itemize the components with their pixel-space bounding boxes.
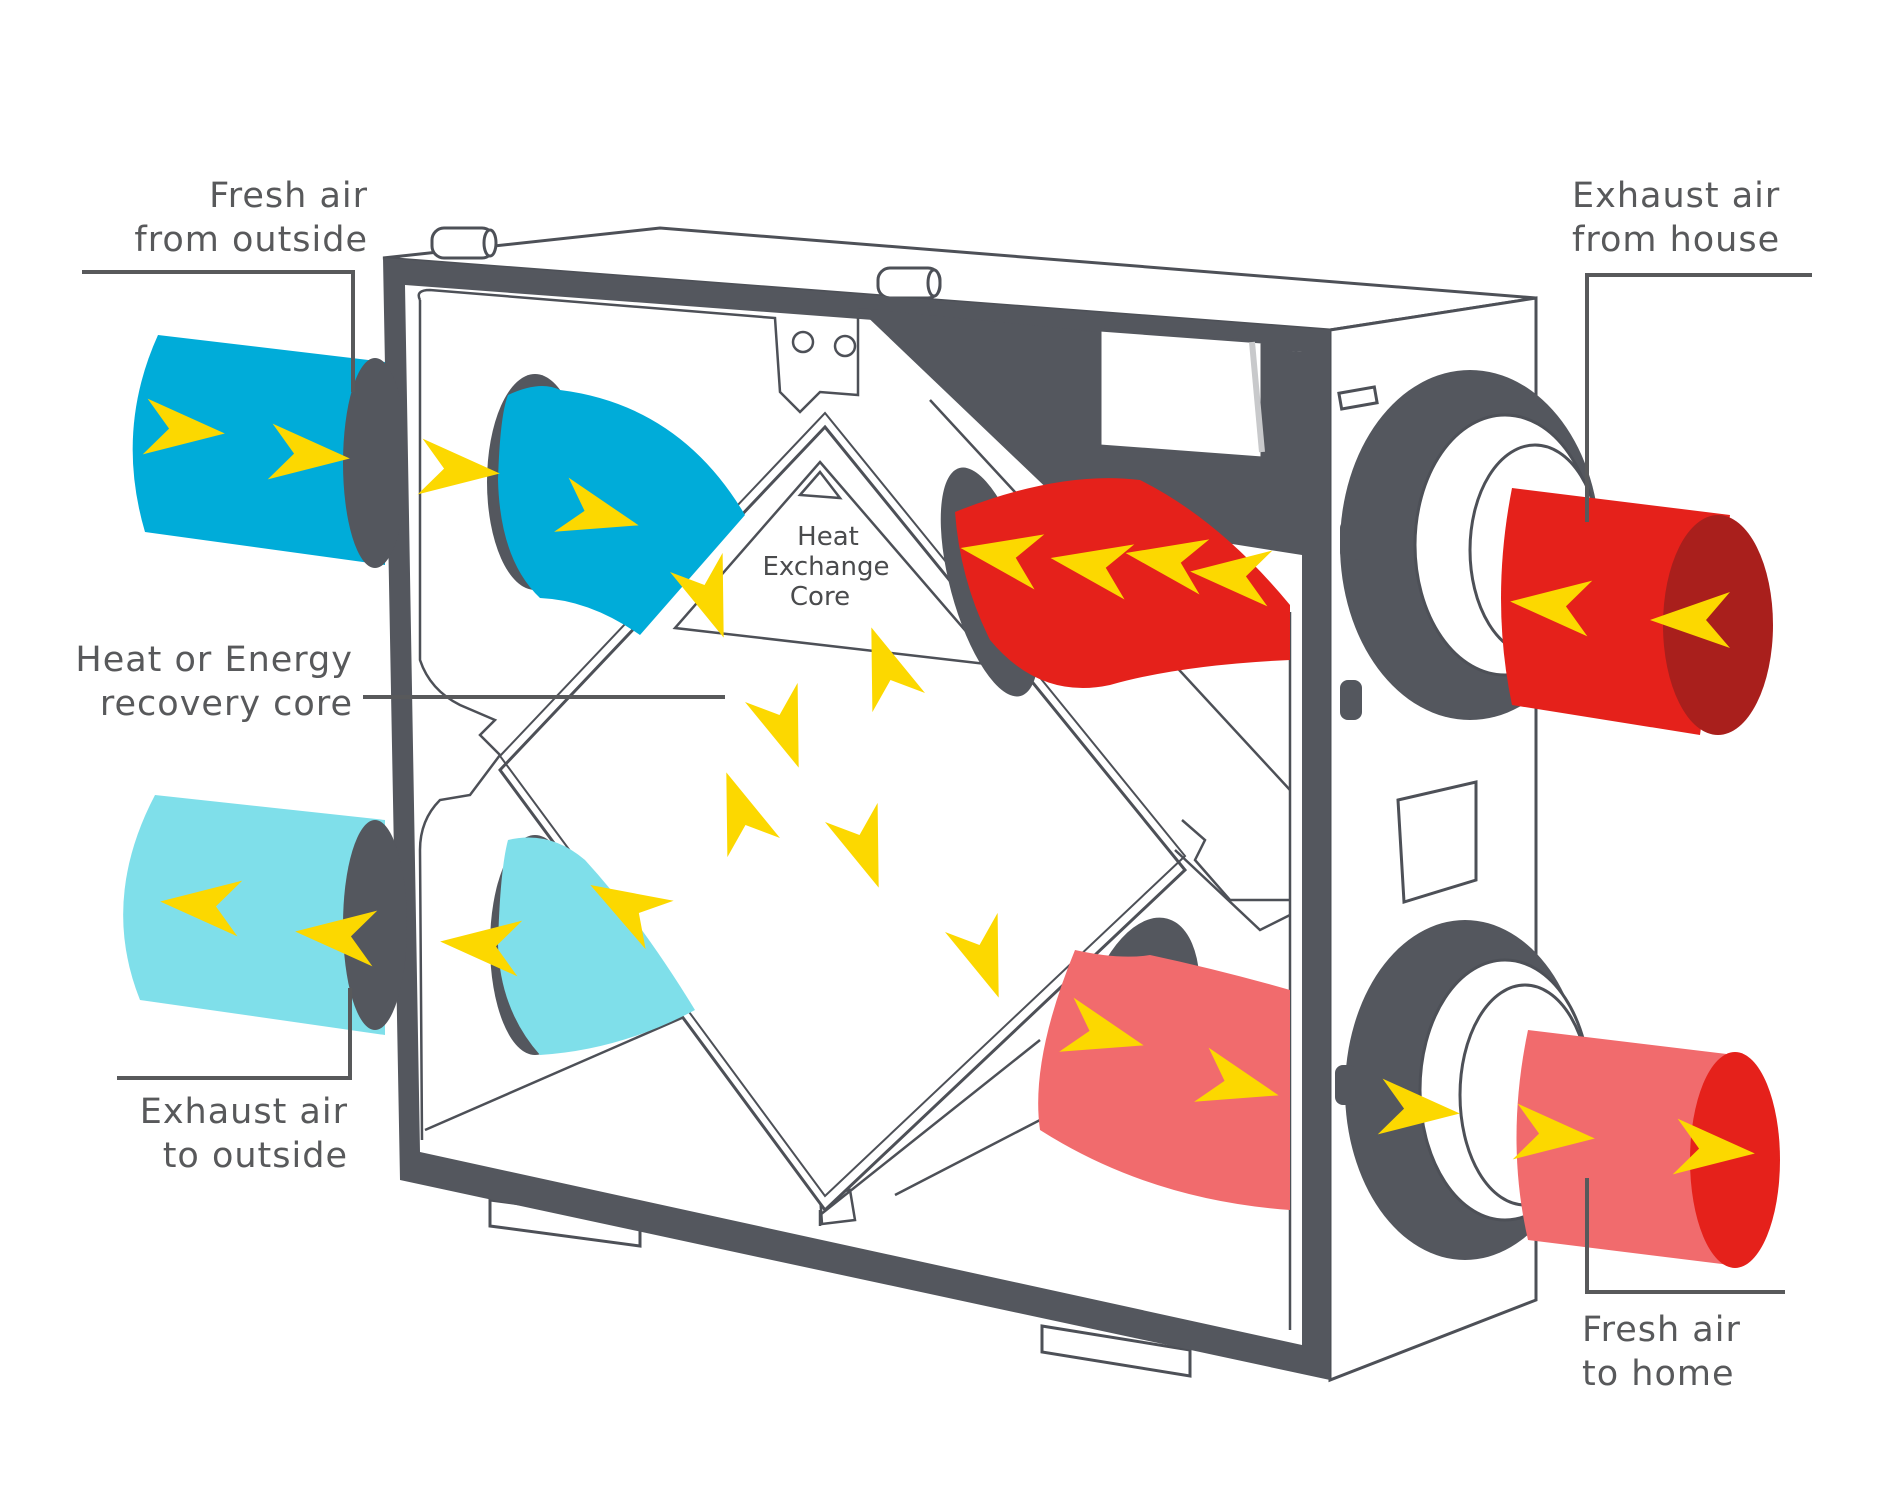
airflow-arrow-icon	[142, 398, 225, 455]
leader-exhaust-to-outside	[117, 988, 352, 1080]
duct-exhaust-from-house	[940, 370, 1773, 735]
label-fresh-to-home-1: Fresh air	[1582, 1310, 1741, 1350]
label-exhaust-from-house-1: Exhaust air	[1572, 176, 1780, 216]
airflow-arrow-icon	[590, 885, 674, 950]
airflow-arrow-icon	[1510, 580, 1593, 637]
unit-front-frame	[383, 258, 1330, 1380]
airflow-arrow-icon	[1377, 1078, 1460, 1135]
leader-fresh-from-outside	[82, 270, 355, 392]
airflow-arrow-icon	[554, 477, 639, 532]
leader-fresh-to-home	[1585, 1178, 1785, 1294]
control-box	[1098, 328, 1265, 460]
labels: Fresh air from outside Exhaust air from …	[75, 176, 1780, 1394]
airflow-arrows	[142, 398, 1755, 1175]
airflow-arrow-icon	[871, 627, 925, 713]
duct-exhaust-to-outside	[123, 795, 695, 1055]
label-fresh-from-outside-1: Fresh air	[209, 176, 368, 216]
top-hinge	[876, 266, 942, 300]
airflow-arrow-icon	[267, 423, 350, 480]
core-label-line-3: Core	[790, 582, 850, 612]
airflow-arrow-icon	[1059, 997, 1144, 1052]
airflow-arrow-icon	[670, 552, 724, 638]
top-hinge	[430, 226, 498, 260]
label-fresh-from-outside-2: from outside	[134, 220, 368, 260]
airflow-arrow-icon	[417, 438, 500, 495]
airflow-arrow-icon	[745, 682, 799, 768]
core-label-line-2: Exchange	[762, 552, 889, 582]
airflow-arrow-icon	[1125, 539, 1210, 595]
leader-lines	[82, 270, 1812, 1294]
duct-fresh-from-outside	[132, 335, 745, 635]
airflow-arrow-icon	[1050, 544, 1135, 600]
airflow-arrow-icon	[960, 534, 1045, 590]
airflow-arrow-icon	[1650, 592, 1730, 648]
airflow-arrow-icon	[1194, 1047, 1279, 1102]
airflow-arrow-icon	[295, 910, 378, 967]
core-label-line-1: Heat	[797, 522, 859, 552]
label-exhaust-from-house-2: from house	[1572, 220, 1780, 260]
label-exhaust-to-outside-2: to outside	[163, 1136, 348, 1176]
airflow-arrow-icon	[160, 880, 243, 937]
label-recovery-core-1: Heat or Energy	[75, 640, 353, 680]
airflow-arrow-icon	[1190, 550, 1273, 607]
airflow-arrow-icon	[726, 772, 780, 858]
leader-exhaust-from-house	[1585, 273, 1812, 522]
airflow-arrow-icon	[440, 920, 523, 977]
label-recovery-core-2: recovery core	[100, 684, 353, 724]
duct-fresh-to-home	[1038, 917, 1780, 1268]
airflow-arrow-icon	[945, 912, 999, 998]
airflow-arrow-icon	[1672, 1118, 1755, 1175]
label-fresh-to-home-2: to home	[1582, 1354, 1735, 1394]
label-exhaust-to-outside-1: Exhaust air	[140, 1092, 348, 1132]
airflow-arrow-icon	[1512, 1103, 1595, 1160]
heat-exchange-core: Heat Exchange Core	[498, 411, 1188, 1226]
airflow-arrow-icon	[825, 802, 879, 888]
